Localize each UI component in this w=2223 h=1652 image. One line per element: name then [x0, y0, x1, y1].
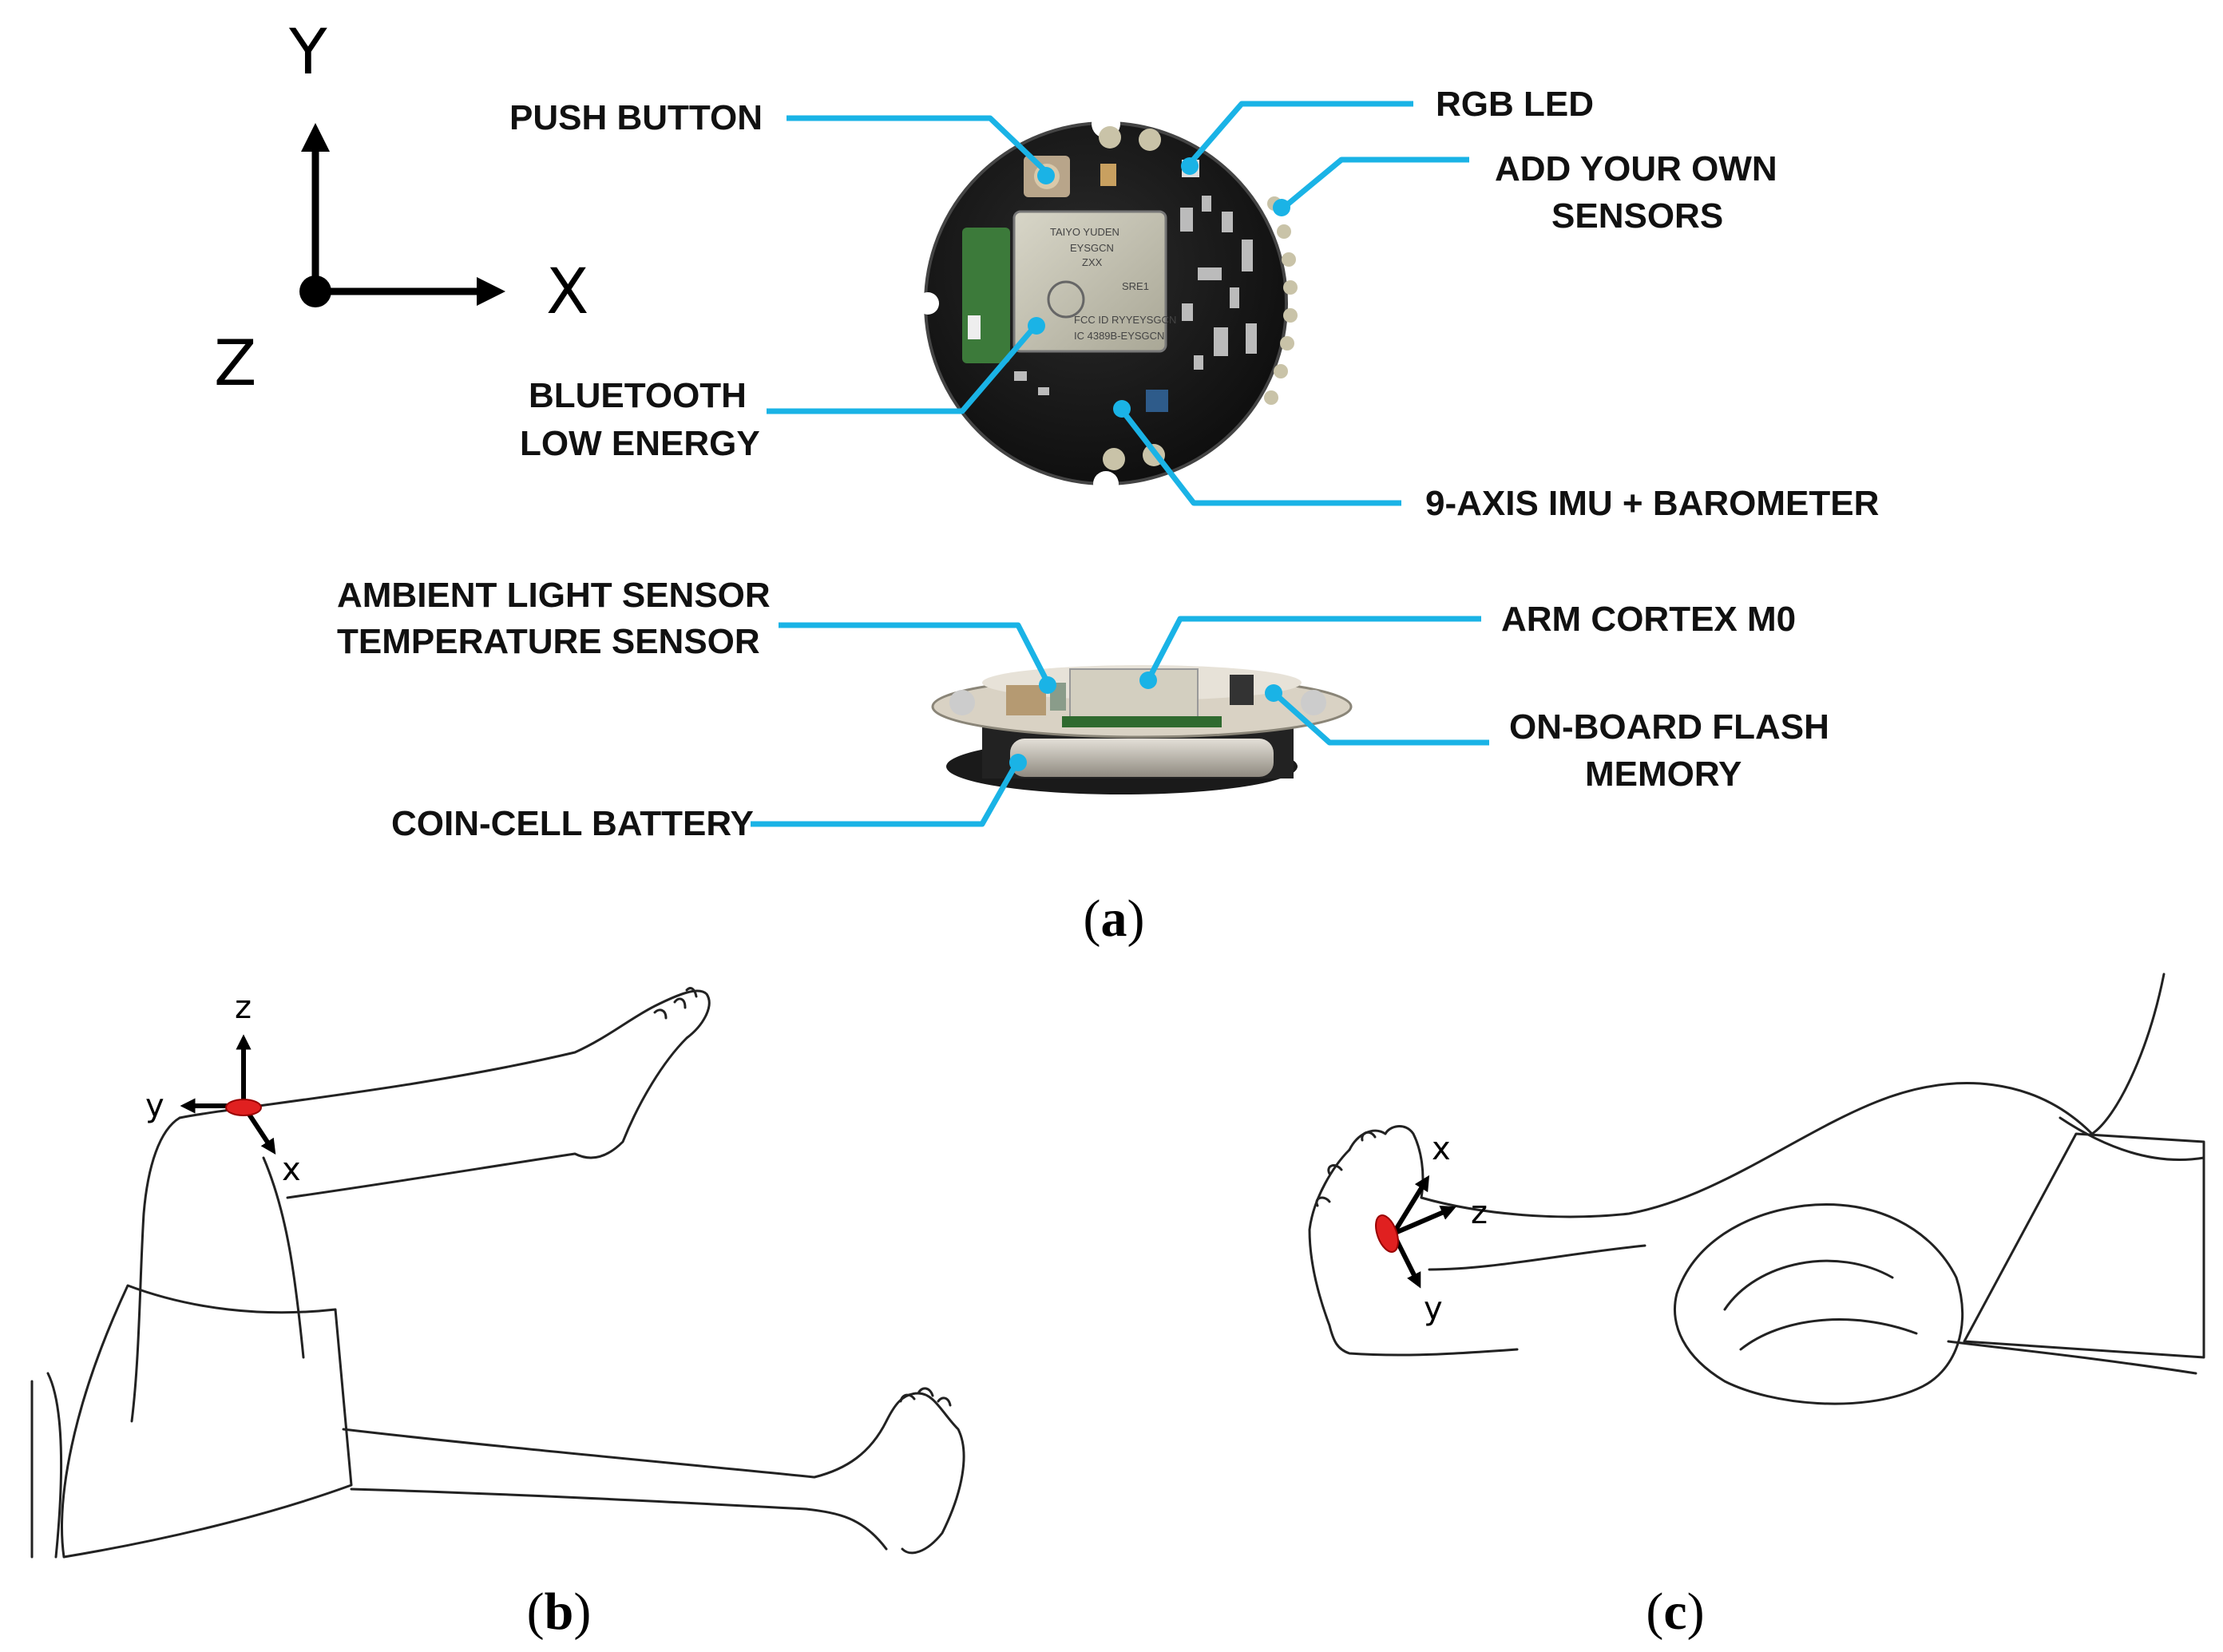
chip-line-5: FCC ID RYYEYSGCN — [1074, 314, 1176, 326]
callout-arm-cortex: ARM CORTEX M0 — [1501, 600, 1796, 639]
chip-line-4: SRE1 — [1122, 280, 1149, 292]
callout-ambient-line2: TEMPERATURE SENSOR — [337, 622, 760, 661]
caption-a: (a) — [1084, 889, 1145, 948]
leg-drawing-b — [30, 987, 965, 1559]
panel-b: z y x (b) — [30, 987, 965, 1641]
callout-ambient-line1: AMBIENT LIGHT SENSOR — [337, 576, 771, 615]
bluetooth-module — [1012, 210, 1167, 353]
callout-flash-line1: ON-BOARD FLASH — [1509, 707, 1829, 747]
callout-coin-cell: COIN-CELL BATTERY — [391, 804, 754, 843]
c-axis-label-z: z — [1471, 1194, 1488, 1231]
sensor-board-top: TAIYO YUDEN EYSGCN ZXX SRE1 FCC ID RYYEY… — [917, 109, 1298, 497]
callout-leaders — [751, 101, 1489, 827]
caption-b-open: ( — [527, 1583, 545, 1641]
mount-notch-bottom — [1093, 471, 1119, 497]
c-axis-label-y: y — [1424, 1290, 1443, 1327]
b-axis-label-y: y — [145, 1087, 164, 1124]
caption-b: (b) — [527, 1583, 592, 1641]
imu-chip — [1146, 390, 1168, 412]
ce-mark — [1047, 280, 1085, 319]
svg-text:(a): (a) — [1084, 889, 1145, 948]
caption-c: (c) — [1646, 1583, 1704, 1641]
axis-label-z: Z — [214, 328, 256, 400]
coin-cell-battery-component — [1010, 739, 1274, 777]
svg-text:(c): (c) — [1646, 1583, 1704, 1641]
caption-a-open: ( — [1084, 889, 1101, 948]
caption-c-letter: c — [1663, 1583, 1686, 1641]
caption-b-letter: b — [545, 1583, 574, 1641]
smd-components — [1014, 196, 1257, 395]
c-axis-label-x: x — [1432, 1131, 1451, 1167]
callout-flash-line2: MEMORY — [1585, 755, 1742, 794]
knee-sensor-axes: z y x — [145, 989, 301, 1188]
axis-label-y: Y — [288, 17, 327, 89]
callout-push-button: PUSH BUTTON — [509, 98, 763, 137]
caption-c-open: ( — [1646, 1583, 1663, 1641]
axis-label-x: X — [546, 256, 588, 328]
caption-a-close: ) — [1127, 889, 1145, 948]
callout-add-sensors-line2: SENSORS — [1551, 196, 1723, 236]
device-axes: Y X Z — [214, 17, 588, 400]
callout-rgb-led: RGB LED — [1436, 85, 1594, 124]
callout-labels: PUSH BUTTON RGB LED ADD YOUR OWN SENSORS… — [337, 85, 1879, 843]
callout-imu: 9-AXIS IMU + BAROMETER — [1425, 484, 1879, 523]
z-axis-origin-dot — [299, 275, 331, 307]
b-axis-label-z: z — [235, 989, 252, 1026]
panel-a: Y X Z TAIYO YUDEN — [214, 17, 1879, 948]
svg-text:(b): (b) — [527, 1583, 592, 1641]
callout-bluetooth-line1: BLUETOOTH — [529, 376, 747, 415]
b-axis-label-x: x — [282, 1151, 301, 1188]
flash-memory-chip — [1230, 675, 1254, 705]
chip-line-1: TAIYO YUDEN — [1050, 226, 1119, 238]
chip-line-2: EYSGCN — [1070, 242, 1114, 254]
leg-drawing-c — [1308, 973, 2205, 1405]
mount-notch-left — [917, 292, 939, 315]
chip-line-6: IC 4389B-EYSGCN — [1074, 330, 1164, 342]
ankle-sensor-marker — [1375, 1214, 1399, 1253]
arm-cortex-chip — [1069, 668, 1199, 722]
knee-sensor-marker — [225, 1099, 262, 1116]
panel-c: x z y (c) — [1308, 973, 2205, 1641]
caption-b-close: ) — [573, 1583, 591, 1641]
chip-line-3: ZXX — [1082, 256, 1103, 268]
callout-add-sensors-line1: ADD YOUR OWN — [1495, 149, 1777, 188]
callout-bluetooth-line2: LOW ENERGY — [520, 424, 760, 463]
caption-c-close: ) — [1687, 1583, 1705, 1641]
caption-a-letter: a — [1101, 889, 1127, 948]
ankle-sensor-axes: x z y — [1375, 1131, 1488, 1327]
antenna-area — [962, 228, 1010, 363]
